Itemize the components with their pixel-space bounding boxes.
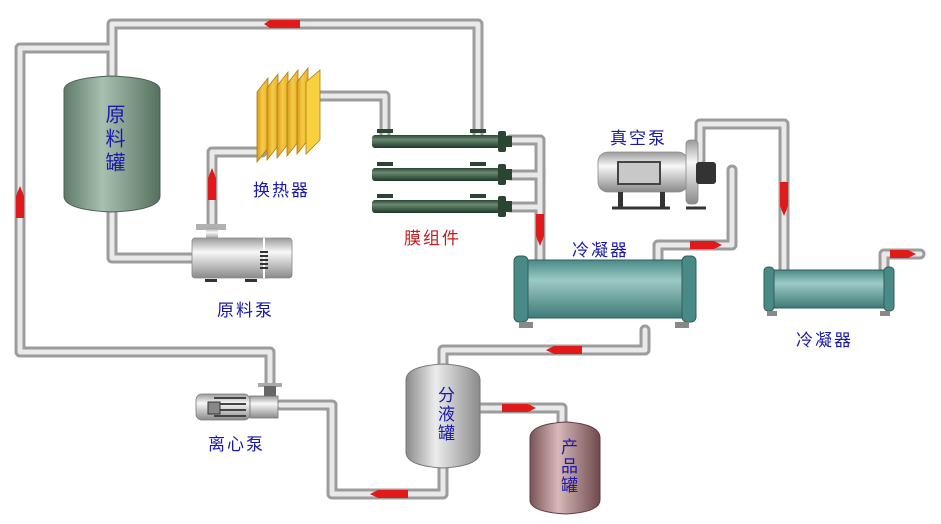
flow-arrow-separator-to-product [502,404,536,412]
flow-arrow-pump-to-hx [208,168,216,200]
raw-pump[interactable] [191,224,293,282]
membrane-module-label: 膜组件 [404,229,461,249]
condenser-2-label: 冷凝器 [796,331,853,351]
flow-arrow-condenser-to-separator [546,346,582,354]
flow-arrow-membrane-to-condenser [536,214,544,246]
separator-tank[interactable] [405,363,481,469]
heat-exchanger[interactable] [256,66,321,164]
flow-arrow-vacuum-to-condenser2 [780,182,788,216]
flow-arrows [16,20,916,498]
separator-tank-label: 分液罐 [434,386,454,443]
flow-arrow-condenser-to-vacuum [690,241,722,249]
condenser-1[interactable] [513,255,697,328]
flow-arrow-left-riser [16,186,24,218]
flow-arrow-condenser2-outlet [890,250,916,258]
membrane-module[interactable] [372,129,512,217]
pipes [14,18,926,500]
condenser-2[interactable] [763,266,895,316]
product-tank-label: 产品罐 [557,438,577,495]
product-tank[interactable] [529,421,601,515]
raw-tank[interactable] [63,75,161,213]
centrifugal-pump-label: 离心泵 [208,435,265,455]
centrifugal-pump[interactable] [195,383,282,421]
flow-arrow-separator-bottom-return [370,490,408,498]
raw-pump-label: 原料泵 [217,301,274,321]
raw-tank-label: 原料罐 [102,104,126,176]
vacuum-pump[interactable] [597,139,716,210]
heat-exchanger-label: 换热器 [253,181,310,201]
flow-arrow-top-return [264,20,300,28]
vacuum-pump-label: 真空泵 [610,129,667,149]
condenser-1-label: 冷凝器 [572,241,629,261]
